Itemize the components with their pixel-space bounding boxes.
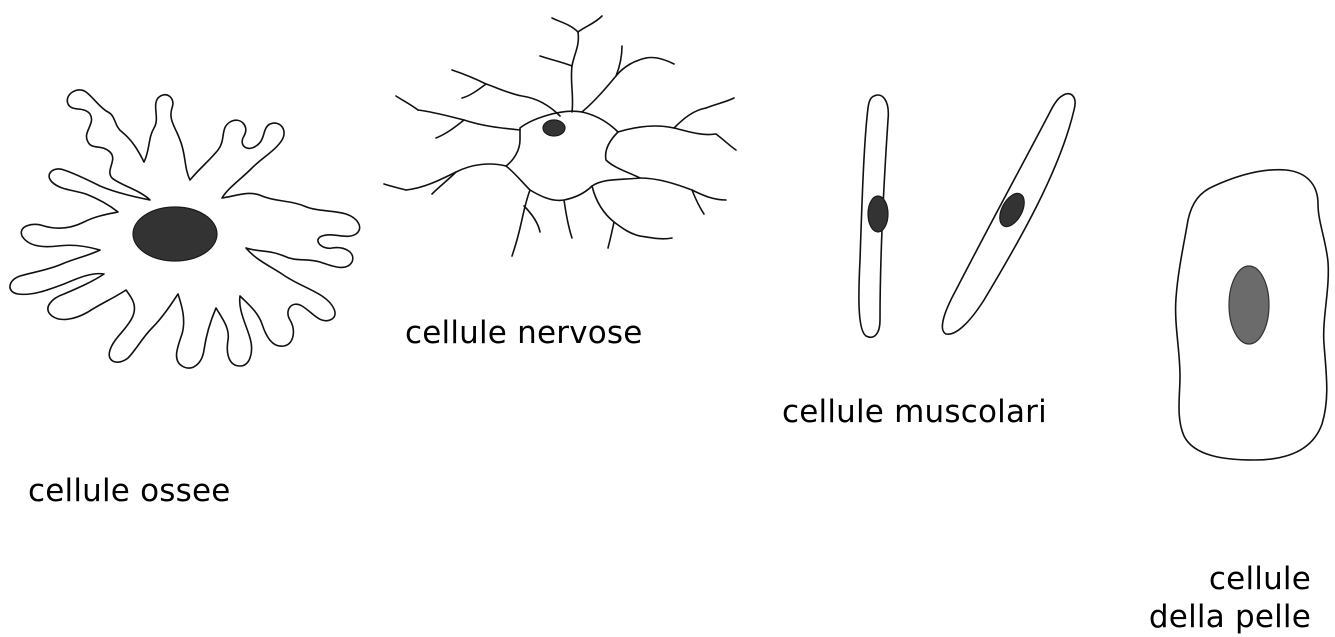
nerve-cell-body [506,111,640,200]
label-nerve-cells: cellule nervose [405,314,643,352]
label-skin-line1: cellule [1149,560,1311,598]
label-muscle-cells: cellule muscolari [782,393,1047,431]
label-skin-cells: cellule della pelle [1149,560,1311,636]
label-bone-cells: cellule ossee [28,472,231,510]
muscle-cells [859,94,1075,338]
bone-cell [10,90,360,368]
muscle-cell-left-nucleus [868,196,888,232]
nerve-cell-nucleus [543,120,565,136]
bone-cell-nucleus [133,207,217,261]
skin-cell-nucleus [1229,266,1269,344]
skin-cell [1176,170,1329,460]
nerve-cell [384,16,736,256]
label-skin-line2: della pelle [1149,598,1311,636]
